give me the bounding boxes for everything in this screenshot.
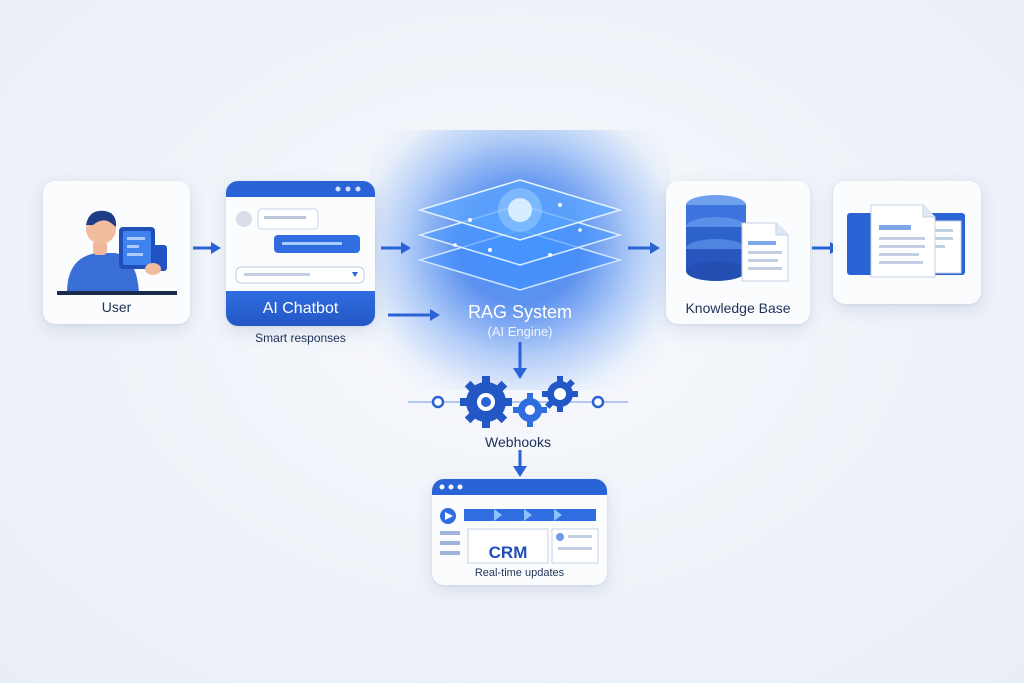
arrow-chatbot-to-rag (381, 240, 413, 256)
chatbot-label: AI Chatbot (262, 300, 339, 317)
document-icon (740, 221, 790, 283)
arrow-webhooks-to-crm (510, 450, 530, 480)
knowledge-base-card[interactable]: Knowledge Base (666, 181, 810, 324)
crm-caption: Real-time updates (474, 567, 565, 579)
layered-ai-chip-icon (410, 160, 630, 300)
webhooks-label: Webhooks (485, 434, 551, 450)
chatbot-card[interactable]: AI Chatbot (226, 181, 375, 326)
arrow-chatbot-to-rag-lower (388, 307, 444, 323)
stacked-documents-icon (847, 203, 969, 283)
chatbot-caption: Smart responses (255, 331, 346, 345)
chatbot-label-bar: AI Chatbot (226, 291, 375, 326)
crm-title: CRM (488, 543, 528, 562)
user-label: User (101, 299, 132, 315)
rag-title: RAG System (467, 302, 573, 322)
knowledge-base-label: Knowledge Base (685, 300, 791, 316)
rag-subtitle: (AI Engine) (487, 324, 553, 339)
crm-dashboard-icon (432, 479, 607, 585)
crm-card[interactable]: CRM Real-time updates (432, 479, 607, 585)
arrow-rag-to-knowledge (628, 240, 662, 256)
chat-window-icon (226, 181, 375, 291)
arrow-user-to-chatbot (193, 240, 223, 256)
gears-icon (408, 372, 628, 430)
user-card[interactable]: User (43, 181, 190, 324)
documents-card[interactable] (833, 181, 981, 304)
user-with-tablet-icon (57, 195, 177, 295)
arrow-rag-to-webhooks (510, 342, 530, 382)
database-icon (684, 193, 794, 288)
